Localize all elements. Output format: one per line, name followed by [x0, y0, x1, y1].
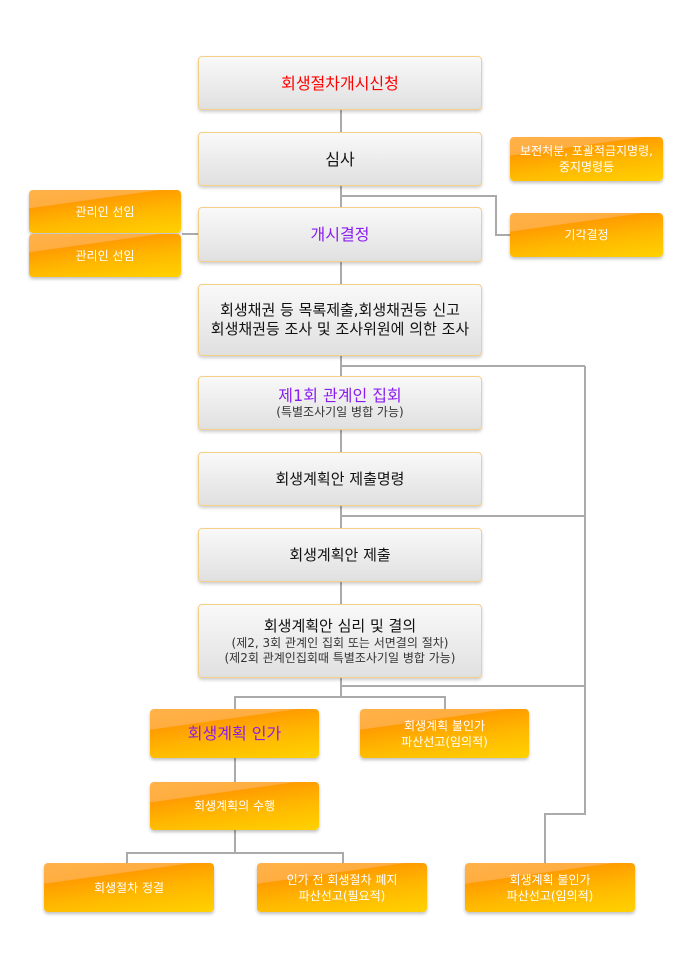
side-label: 중지명령등 [558, 160, 615, 174]
step-review: 심사 [198, 132, 482, 186]
plan-approval: 회생계획 인가 [150, 709, 319, 758]
side-manager-1: 관리인 선임 [29, 190, 181, 233]
step-note: (제2, 3회 관계인 집회 또는 서면결의 절차) [231, 635, 449, 650]
plan-performance: 회생계획의 수행 [150, 782, 319, 830]
step-note: (제2회 관계인집회때 특별조사기일 병합 가능) [224, 650, 456, 665]
side-label: 회생계획 인가 [187, 723, 282, 743]
step-label: 회생채권등 조사 및 조사위원에 의한 조사 [210, 320, 470, 338]
side-label: 회생계획 불인가 [509, 872, 591, 887]
step-first-meeting: 제1회 관계인 집회(특별조사기일 병합 가능) [198, 376, 482, 430]
step-label: 개시결정 [310, 225, 370, 244]
step-note: (특별조사기일 병합 가능) [276, 405, 404, 419]
step-label: 회생절차개시신청 [281, 73, 399, 93]
side-label: 기각결정 [564, 228, 609, 242]
step-label: 회생채권 등 목록제출,회생채권등 신고 [220, 301, 460, 319]
step-label: 제1회 관계인 집회 [278, 386, 402, 405]
procedure-closing: 회생절차 정결 [44, 863, 214, 912]
side-label: 인가 전 회생절차 폐지 [286, 872, 398, 887]
step-plan-submit: 회생계획안 제출 [198, 528, 482, 582]
side-dismissal: 기각결정 [510, 213, 663, 257]
step-label: 심사 [325, 149, 355, 169]
side-label: 관리인 선임 [75, 204, 135, 219]
side-label: 파산선고(임의적) [401, 734, 488, 749]
step-label: 회생계획안 제출명령 [275, 469, 405, 488]
step-plan-hearing: 회생계획안 심리 및 결의(제2, 3회 관계인 집회 또는 서면결의 절차)(… [198, 604, 482, 678]
side-label: 회생계획의 수행 [193, 799, 276, 813]
side-label: 파산선고(필요적) [298, 888, 386, 903]
side-preservation: 보전처분, 포괄적금지명령, 중지명령등 [510, 137, 663, 181]
side-label: 보전처분, 포괄적금지명령, [520, 144, 653, 158]
side-label: 회생계획 불인가 [403, 718, 486, 733]
side-label: 회생절차 정결 [93, 880, 165, 895]
step-label: 회생계획안 심리 및 결의 [263, 616, 417, 635]
step-petition: 회생절차개시신청 [198, 56, 482, 110]
step-plan-order: 회생계획안 제출명령 [198, 452, 482, 506]
step-label: 회생계획안 제출 [289, 545, 391, 564]
side-label: 파산선고(임의적) [506, 888, 594, 903]
step-commencement: 개시결정 [198, 207, 482, 262]
side-label: 관리인 선임 [75, 248, 135, 263]
side-manager-2: 관리인 선임 [29, 234, 181, 277]
